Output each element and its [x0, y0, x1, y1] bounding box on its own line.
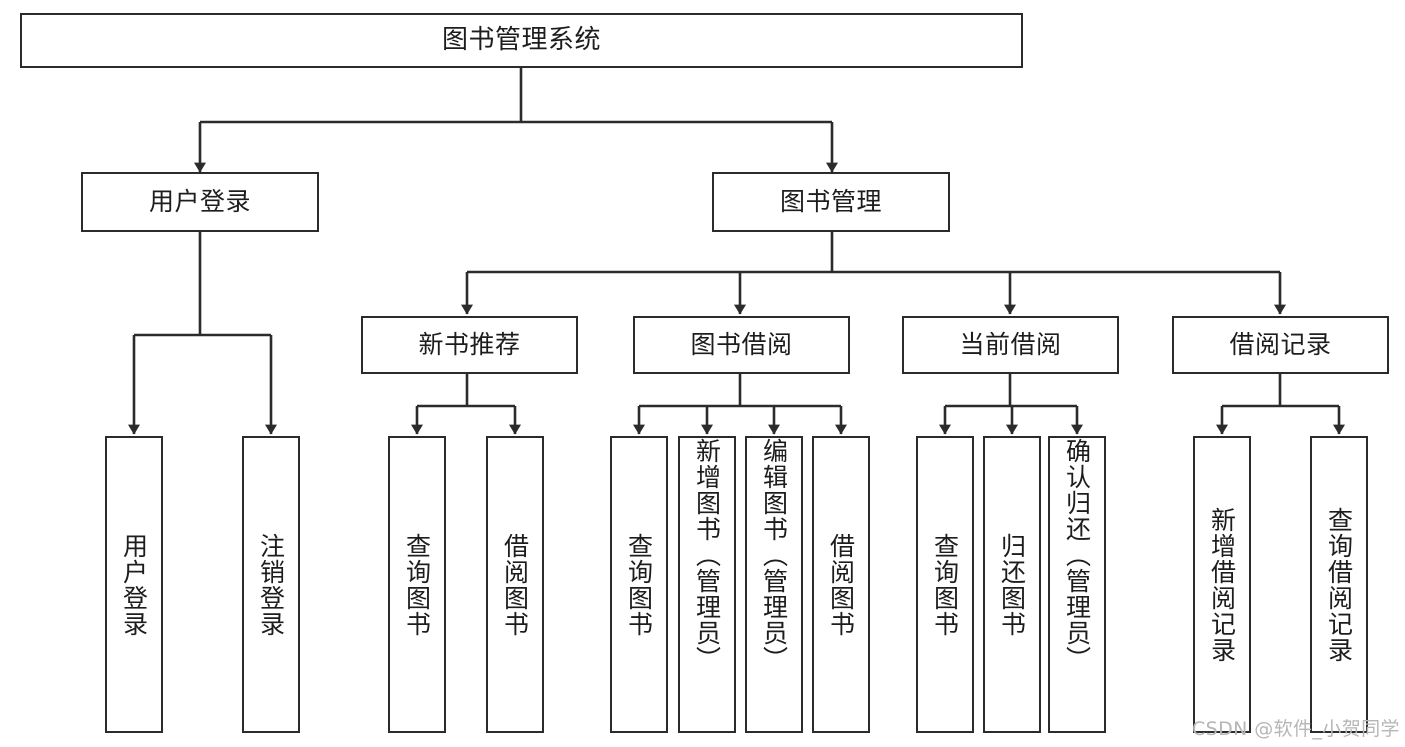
node-leaf-user-login[interactable]: 用户登录: [105, 436, 163, 733]
node-label: 当前借阅: [959, 330, 1062, 360]
node-label: 新书推荐: [418, 330, 521, 360]
node-book-borrow[interactable]: 图书借阅: [633, 316, 850, 374]
node-label: 确认归还（管理员）: [1062, 438, 1092, 672]
node-label: 图书管理: [779, 187, 882, 217]
node-leaf-logout-login[interactable]: 注销登录: [242, 436, 300, 733]
node-leaf-return-book[interactable]: 归还图书: [983, 436, 1041, 733]
node-label: 查询图书: [624, 532, 654, 637]
node-leaf-borrow-book-1[interactable]: 借阅图书: [486, 436, 544, 733]
node-label: 借阅图书: [500, 532, 530, 637]
node-label: 编辑图书（管理员）: [759, 438, 789, 672]
node-user-login[interactable]: 用户登录: [81, 172, 319, 232]
node-label: 用户登录: [119, 532, 149, 637]
node-new-book-recommend[interactable]: 新书推荐: [361, 316, 578, 374]
node-leaf-query-book-2[interactable]: 查询图书: [610, 436, 668, 733]
node-label: 新增图书（管理员）: [692, 438, 722, 672]
node-label: 借阅记录: [1229, 330, 1332, 360]
node-label: 图书管理系统: [441, 25, 601, 56]
node-label: 注销登录: [256, 532, 286, 637]
node-leaf-query-book-1[interactable]: 查询图书: [388, 436, 446, 733]
node-label: 查询图书: [930, 532, 960, 637]
node-leaf-edit-book-admin[interactable]: 编辑图书（管理员）: [745, 436, 803, 733]
node-label: 查询借阅记录: [1324, 506, 1354, 663]
csdn-watermark: CSDN @软件_小贺同学: [1192, 718, 1400, 740]
node-label: 图书借阅: [690, 330, 793, 360]
node-leaf-query-borrow-record[interactable]: 查询借阅记录: [1310, 436, 1368, 733]
node-leaf-borrow-book-2[interactable]: 借阅图书: [812, 436, 870, 733]
node-label: 用户登录: [148, 187, 251, 217]
node-label: 新增借阅记录: [1207, 506, 1237, 663]
node-leaf-add-borrow-record[interactable]: 新增借阅记录: [1193, 436, 1251, 733]
node-label: 查询图书: [402, 532, 432, 637]
node-current-borrow[interactable]: 当前借阅: [902, 316, 1119, 374]
node-root-book-management-system[interactable]: 图书管理系统: [20, 13, 1023, 68]
node-label: 借阅图书: [826, 532, 856, 637]
node-leaf-confirm-return-admin[interactable]: 确认归还（管理员）: [1048, 436, 1106, 733]
node-borrow-record[interactable]: 借阅记录: [1172, 316, 1389, 374]
node-leaf-add-book-admin[interactable]: 新增图书（管理员）: [678, 436, 736, 733]
node-book-management[interactable]: 图书管理: [712, 172, 950, 232]
node-label: 归还图书: [997, 532, 1027, 637]
node-leaf-query-book-3[interactable]: 查询图书: [916, 436, 974, 733]
